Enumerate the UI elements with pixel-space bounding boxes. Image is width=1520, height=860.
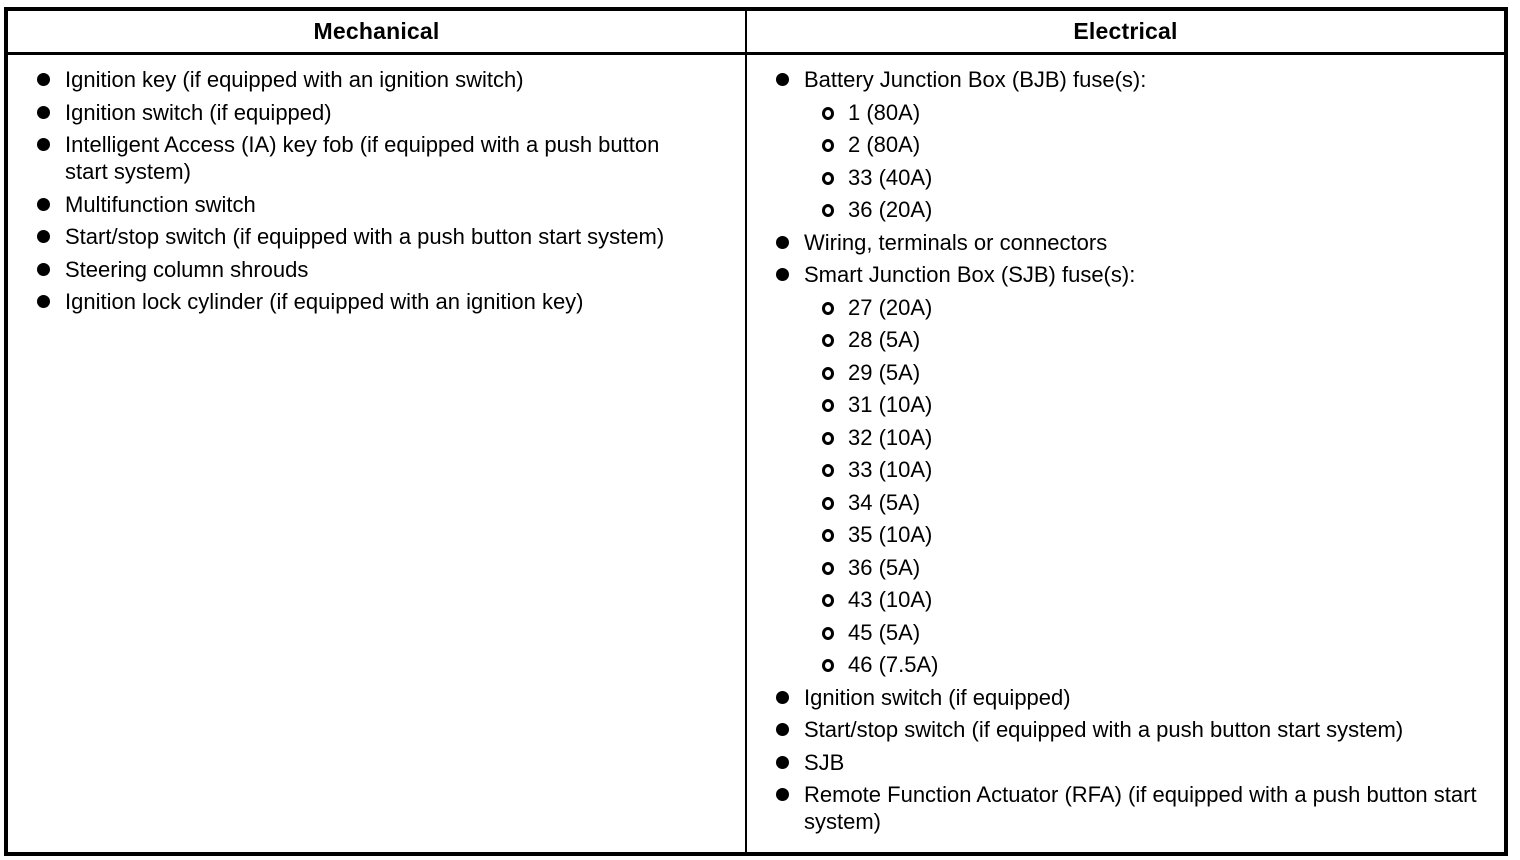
bullet-filled-icon bbox=[776, 73, 789, 86]
list-item-text: Start/stop switch (if equipped with a pu… bbox=[65, 224, 665, 249]
list-item: 32 (10A) bbox=[747, 424, 1479, 451]
list-item: 36 (20A) bbox=[747, 196, 1479, 223]
bullet-open-icon bbox=[822, 106, 834, 120]
list-item: 27 (20A) bbox=[747, 294, 1479, 321]
list-item: Multifunction switch bbox=[8, 191, 667, 218]
list-item-text: 33 (10A) bbox=[848, 457, 933, 482]
list-item: 31 (10A) bbox=[747, 391, 1479, 418]
bullet-open-icon bbox=[822, 334, 834, 347]
bullet-filled-icon bbox=[37, 138, 50, 151]
list-item-text: 34 (5A) bbox=[848, 489, 921, 515]
list-item: 45 (5A) bbox=[747, 619, 1479, 646]
list-item-text: Remote Function Actuator (RFA) (if equip… bbox=[804, 782, 1477, 834]
column-header-electrical: Electrical bbox=[1073, 18, 1178, 44]
list-item-text: 45 (5A) bbox=[848, 619, 921, 645]
bullet-filled-icon bbox=[776, 690, 789, 704]
list-item-text: Ignition switch (if equipped) bbox=[65, 99, 332, 125]
list-item: 34 (5A) bbox=[747, 489, 1479, 516]
list-item: Start/stop switch (if equipped with a pu… bbox=[747, 716, 1479, 743]
list-item-text: 28 (5A) bbox=[848, 327, 921, 352]
list-item: 46 (7.5A) bbox=[747, 651, 1479, 678]
table-header-row: Mechanical Electrical bbox=[8, 11, 1504, 55]
list-item: 2 (80A) bbox=[747, 131, 1479, 158]
list-item-text: Battery Junction Box (BJB) fuse(s): bbox=[804, 67, 1147, 92]
list-item: Battery Junction Box (BJB) fuse(s): bbox=[747, 66, 1479, 93]
bullet-open-icon bbox=[822, 431, 834, 445]
components-table: Mechanical Electrical Ignition key (if e… bbox=[4, 7, 1508, 856]
bullet-open-icon bbox=[822, 594, 834, 607]
list-item-text: Multifunction switch bbox=[65, 191, 256, 217]
bullet-open-icon bbox=[822, 399, 834, 412]
bullet-open-icon bbox=[822, 561, 834, 575]
list-item-text: 33 (40A) bbox=[848, 164, 933, 190]
list-item-text: 43 (10A) bbox=[848, 587, 933, 612]
list-item-text: 36 (20A) bbox=[848, 197, 933, 222]
bullet-filled-icon bbox=[37, 230, 50, 243]
list-item-text: Wiring, terminals or connectors bbox=[804, 229, 1108, 255]
table-body-row: Ignition key (if equipped with an igniti… bbox=[8, 55, 1504, 852]
bullet-open-icon bbox=[822, 139, 834, 152]
bullet-filled-icon bbox=[776, 755, 789, 769]
list-item: Wiring, terminals or connectors bbox=[747, 229, 1479, 256]
list-item-text: 29 (5A) bbox=[848, 359, 921, 385]
bullet-filled-icon bbox=[37, 197, 50, 211]
list-item-text: Steering column shrouds bbox=[65, 256, 309, 282]
electrical-items-cell: Battery Junction Box (BJB) fuse(s): 1 (80… bbox=[747, 55, 1504, 852]
bullet-filled-icon bbox=[776, 723, 789, 736]
list-item-text: 32 (10A) bbox=[848, 424, 933, 450]
list-item: Steering column shrouds bbox=[8, 256, 667, 283]
list-item: Smart Junction Box (SJB) fuse(s): bbox=[747, 261, 1479, 288]
bullet-open-icon bbox=[822, 464, 834, 477]
bullet-open-icon bbox=[822, 204, 834, 217]
list-item-text: 46 (7.5A) bbox=[848, 652, 939, 677]
list-item: 43 (10A) bbox=[747, 586, 1479, 613]
bullet-filled-icon bbox=[776, 268, 789, 281]
list-item: 28 (5A) bbox=[747, 326, 1479, 353]
list-item-text: 27 (20A) bbox=[848, 294, 933, 320]
list-item: 36 (5A) bbox=[747, 554, 1479, 581]
list-item-text: Intelligent Access (IA) key fob (if equi… bbox=[65, 132, 660, 184]
bullet-open-icon bbox=[822, 626, 834, 640]
bullet-open-icon bbox=[822, 366, 834, 380]
bullet-filled-icon bbox=[776, 788, 789, 801]
list-item: Ignition switch (if equipped) bbox=[8, 99, 667, 126]
list-item-text: Ignition lock cylinder (if equipped with… bbox=[65, 289, 584, 314]
list-item-text: 35 (10A) bbox=[848, 522, 933, 547]
bullet-filled-icon bbox=[37, 73, 50, 86]
column-header-mechanical: Mechanical bbox=[8, 11, 747, 52]
list-item-text: 1 (80A) bbox=[848, 99, 921, 125]
list-item-text: Start/stop switch (if equipped with a pu… bbox=[804, 717, 1404, 742]
list-item: 1 (80A) bbox=[747, 99, 1479, 126]
list-item: Ignition lock cylinder (if equipped with… bbox=[8, 288, 667, 315]
list-item: 33 (10A) bbox=[747, 456, 1479, 483]
list-item: Ignition key (if equipped with an igniti… bbox=[8, 66, 667, 93]
bullet-open-icon bbox=[822, 301, 834, 315]
list-item-text: Ignition key (if equipped with an igniti… bbox=[65, 67, 524, 92]
bullet-filled-icon bbox=[776, 235, 789, 249]
list-item-text: 31 (10A) bbox=[848, 392, 933, 417]
bullet-filled-icon bbox=[37, 295, 50, 308]
bullet-open-icon bbox=[822, 659, 834, 672]
list-item: 35 (10A) bbox=[747, 521, 1479, 548]
list-item-text: 2 (80A) bbox=[848, 132, 921, 157]
bullet-filled-icon bbox=[37, 262, 50, 276]
bullet-open-icon bbox=[822, 171, 834, 185]
list-item: 33 (40A) bbox=[747, 164, 1479, 191]
list-item-text: 36 (5A) bbox=[848, 554, 921, 580]
list-item: Start/stop switch (if equipped with a pu… bbox=[8, 223, 667, 250]
list-item-text: Ignition switch (if equipped) bbox=[804, 684, 1071, 710]
bullet-open-icon bbox=[822, 496, 834, 510]
list-item: Remote Function Actuator (RFA) (if equip… bbox=[747, 781, 1479, 835]
list-item: Ignition switch (if equipped) bbox=[747, 684, 1479, 711]
list-item: Intelligent Access (IA) key fob (if equi… bbox=[8, 131, 667, 185]
mechanical-items-cell: Ignition key (if equipped with an igniti… bbox=[8, 55, 747, 852]
list-item-text: Smart Junction Box (SJB) fuse(s): bbox=[804, 262, 1136, 287]
list-item-text: SJB bbox=[804, 749, 845, 775]
bullet-filled-icon bbox=[37, 105, 50, 119]
bullet-open-icon bbox=[822, 529, 834, 542]
list-item: SJB bbox=[747, 749, 1479, 776]
list-item: 29 (5A) bbox=[747, 359, 1479, 386]
